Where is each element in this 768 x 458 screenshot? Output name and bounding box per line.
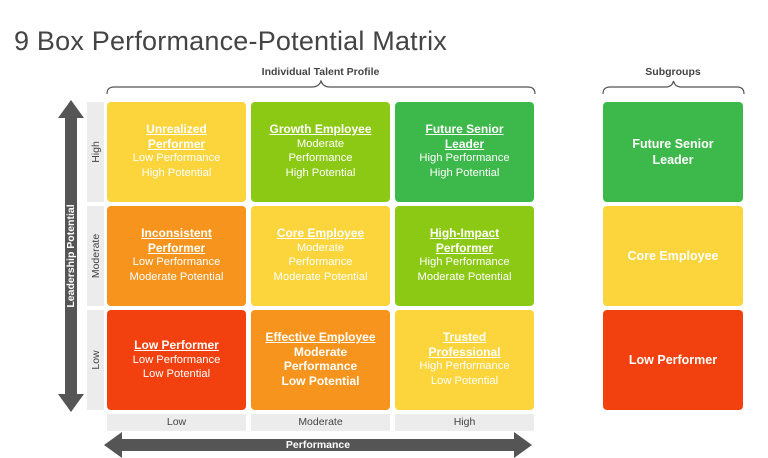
row-label-moderate: Moderate xyxy=(87,206,104,306)
performance-label: Performance xyxy=(285,439,351,451)
subgroup-low-performer: Low Performer xyxy=(603,310,743,410)
row-label-low: Low xyxy=(87,310,104,410)
leadership-potential-label: Leadership Potential xyxy=(65,204,77,308)
performance-arrow xyxy=(104,432,532,458)
row-label-high: High xyxy=(87,102,104,202)
individual-talent-profile-label: Individual Talent Profile xyxy=(261,66,380,78)
subgroups-bracket xyxy=(602,80,745,95)
individual-bracket xyxy=(106,80,536,95)
subgroup-core-employee: Core Employee xyxy=(603,206,743,306)
col-label-high: High xyxy=(395,414,534,431)
leadership-potential-arrow xyxy=(58,100,84,412)
col-label-low: Low xyxy=(107,414,246,431)
subgroups-label: Subgroups xyxy=(645,66,701,78)
page-title: 9 Box Performance-Potential Matrix xyxy=(14,26,447,56)
col-label-moderate: Moderate xyxy=(251,414,390,431)
